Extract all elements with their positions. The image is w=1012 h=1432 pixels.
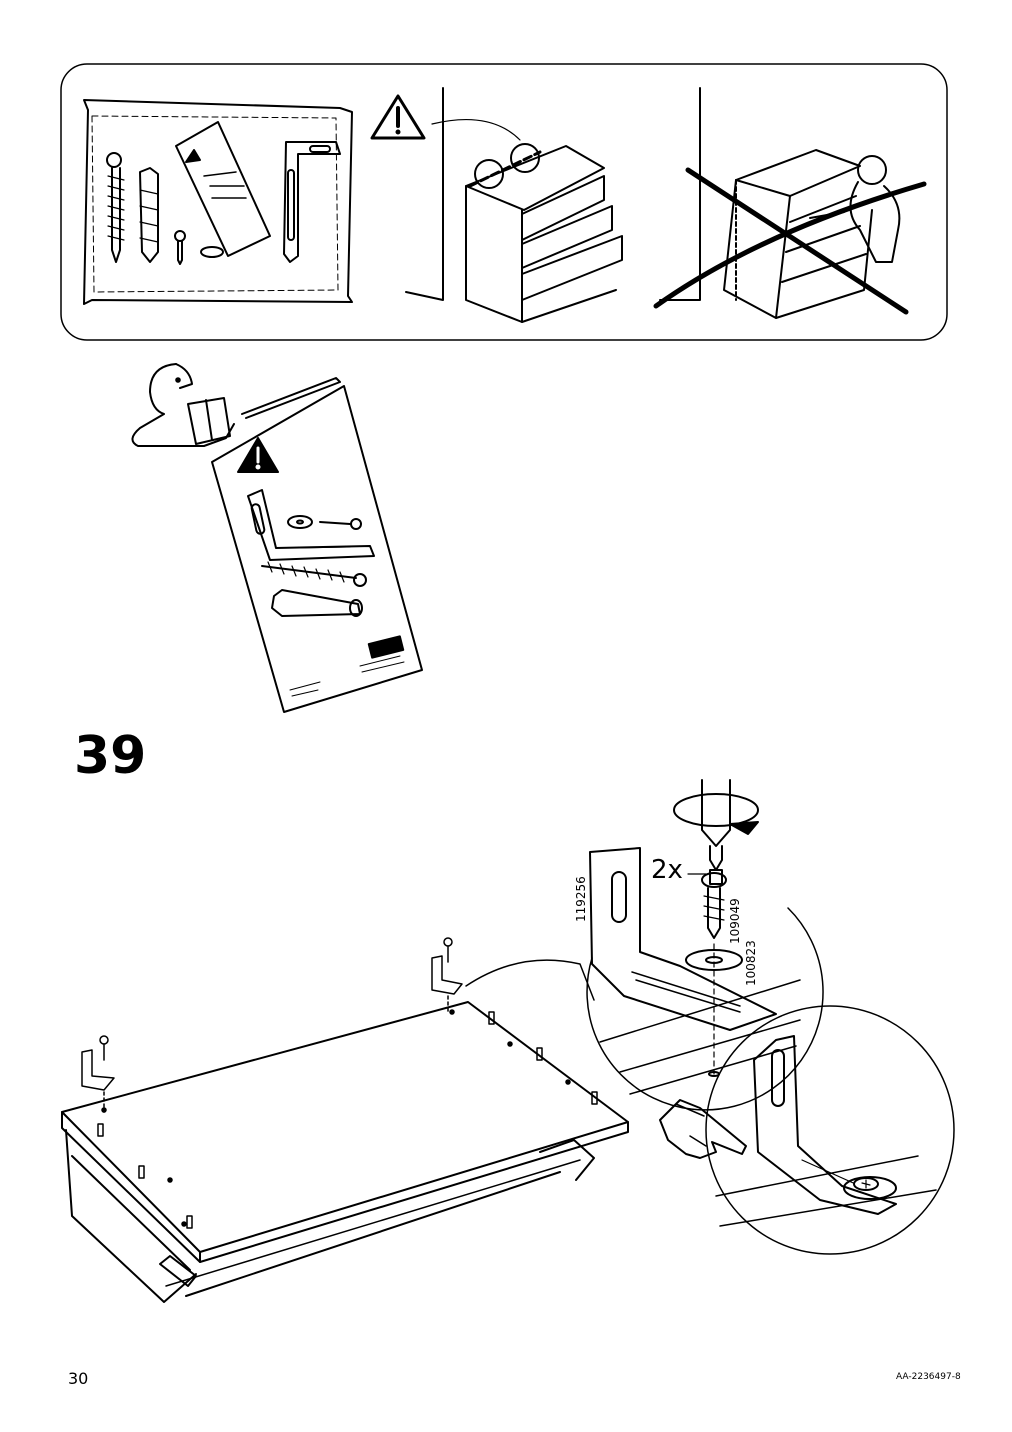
page-number: 30 — [68, 1369, 89, 1388]
step-number: 39 — [74, 726, 147, 786]
wall-plug-icon — [139, 167, 159, 263]
dresser-top-panel — [61, 1001, 629, 1303]
ikea-logo — [367, 635, 405, 659]
right-bracket-assembly — [431, 937, 463, 1013]
washer-icon — [200, 246, 224, 258]
part-number-screw: 109049 — [728, 898, 742, 944]
part-number-washer: 100823 — [744, 940, 758, 986]
document-code: AA-2236497-8 — [896, 1372, 961, 1382]
safety-booklet — [211, 377, 423, 713]
detail-circle-left — [474, 159, 504, 189]
detail-circle-screwed — [705, 1005, 955, 1255]
mini-leaflet-icon — [175, 121, 271, 257]
wall-edge — [405, 87, 444, 301]
left-bracket-assembly — [81, 1035, 115, 1113]
angle-bracket-icon — [283, 141, 341, 263]
wall-edge-2 — [659, 87, 701, 301]
reading-person-icon — [131, 363, 235, 447]
detail-circle-bracket — [586, 847, 824, 1111]
washer-detail — [685, 949, 743, 971]
detail-circle-right — [510, 143, 540, 173]
hardware-bag — [83, 99, 353, 305]
small-screw-icon — [174, 230, 186, 265]
quantity-label: 2x — [651, 855, 683, 885]
pointing-hand-icon — [659, 1099, 747, 1159]
cross-out-line-2 — [653, 181, 927, 309]
screwdriver-icon — [701, 779, 731, 871]
chest-of-drawers-correct — [465, 145, 623, 323]
chest-of-drawers-wrong — [723, 149, 873, 319]
rotate-clockwise-icon — [673, 793, 759, 835]
wall-screw-icon — [106, 152, 125, 263]
warning-icon — [370, 94, 426, 140]
cross-out-line-1 — [685, 167, 909, 315]
part-number-bracket: 119256 — [574, 876, 588, 922]
safety-panel-frame — [60, 63, 948, 341]
zoom-callout — [465, 959, 595, 1001]
